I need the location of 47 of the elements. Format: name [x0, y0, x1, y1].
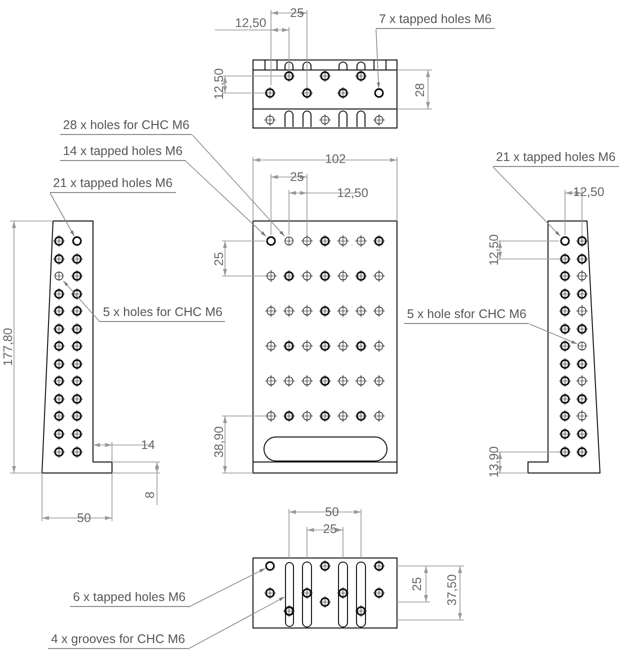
dimension-value: 25 — [410, 577, 424, 591]
leader-line — [192, 134, 285, 236]
dimension-value: 12,50 — [212, 68, 226, 100]
tapped-hole — [72, 236, 82, 246]
callout-text: 7 x tapped holes M6 — [376, 12, 495, 29]
leader-line — [529, 324, 578, 344]
dimension-value: 12,50 — [337, 186, 368, 200]
dimension-value: 102 — [325, 152, 346, 166]
tapped-hole — [560, 236, 570, 246]
dimension-value: 12,50 — [573, 185, 604, 199]
leader-line — [188, 568, 266, 608]
leader-line — [185, 160, 266, 237]
callout-text: 5 x hole sfor CHC M6 — [404, 307, 530, 324]
dimension-value: 50 — [77, 511, 91, 525]
dimension-value: 25 — [323, 522, 337, 536]
callout-text: 21 x tapped holes M6 — [493, 150, 619, 167]
leader-line — [376, 28, 380, 88]
dimension-value: 38,90 — [212, 426, 226, 458]
callout-text: 14 x tapped holes M6 — [60, 144, 186, 161]
dimension-value: 25 — [290, 6, 304, 20]
tapped-hole — [266, 236, 276, 246]
through-hole — [54, 271, 64, 281]
callout-text: 21 x tapped holes M6 — [50, 176, 176, 193]
dimension-value: 8 — [143, 492, 157, 498]
dimension-value: 50 — [325, 505, 339, 519]
callout-text: 5 x holes for CHC M6 — [100, 305, 226, 322]
groove-slot — [284, 562, 294, 627]
through-hole — [284, 236, 294, 246]
callout-text: 6 x tapped holes M6 — [70, 590, 189, 607]
dimension-value: 13,90 — [487, 446, 501, 478]
through-hole — [577, 341, 587, 351]
callout-text: 4 x grooves for CHC M6 — [48, 632, 188, 649]
leader-line — [63, 280, 100, 322]
leader-line — [188, 596, 285, 650]
dimension-value: 177,80 — [1, 328, 15, 366]
dimension-value: 12,50 — [235, 16, 266, 30]
dimension-value: 37,50 — [445, 574, 459, 606]
tapped-hole — [374, 88, 384, 98]
tapped-hole — [265, 561, 275, 571]
dimension-value: 14 — [141, 438, 155, 452]
callout-text: 28 x holes for CHC M6 — [60, 118, 192, 135]
dimension-value: 12,50 — [487, 234, 501, 266]
dimension-value: 28 — [413, 83, 427, 97]
leader-line — [50, 192, 75, 236]
dimension-value: 25 — [290, 170, 304, 184]
dimension-value: 25 — [212, 252, 226, 266]
leader-line — [492, 166, 561, 236]
